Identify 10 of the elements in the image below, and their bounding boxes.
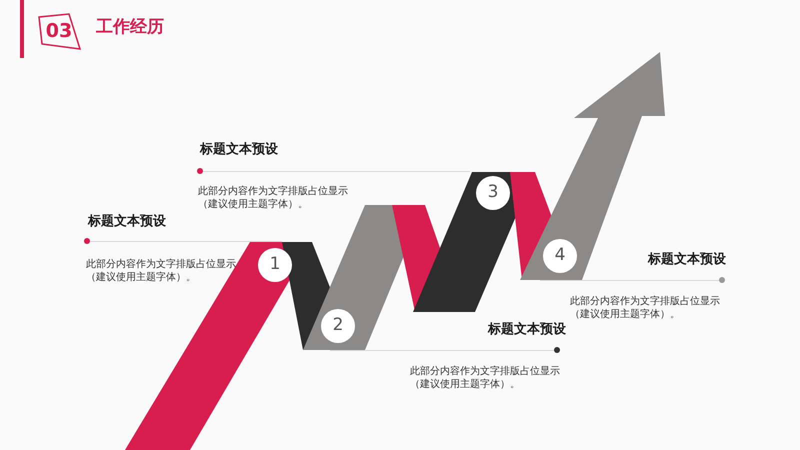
block-heading: 标题文本预设 bbox=[88, 212, 166, 231]
block-heading: 标题文本预设 bbox=[200, 140, 278, 159]
section-title: 工作经历 bbox=[96, 16, 164, 39]
body-text: 此部分内容作为文字排版占位显示（建议使用主题字体）。 bbox=[410, 365, 561, 391]
number-badge: 03 bbox=[36, 11, 82, 51]
body-text: 此部分内容作为文字排版占位显示（建议使用主题字体）。 bbox=[86, 258, 237, 284]
body-text: 此部分内容作为文字排版占位显示（建议使用主题字体）。 bbox=[570, 295, 721, 321]
body-text: 此部分内容作为文字排版占位显示（建议使用主题字体）。 bbox=[198, 185, 349, 211]
block-heading: 标题文本预设 bbox=[646, 250, 726, 269]
block-heading: 标题文本预设 bbox=[486, 320, 566, 339]
